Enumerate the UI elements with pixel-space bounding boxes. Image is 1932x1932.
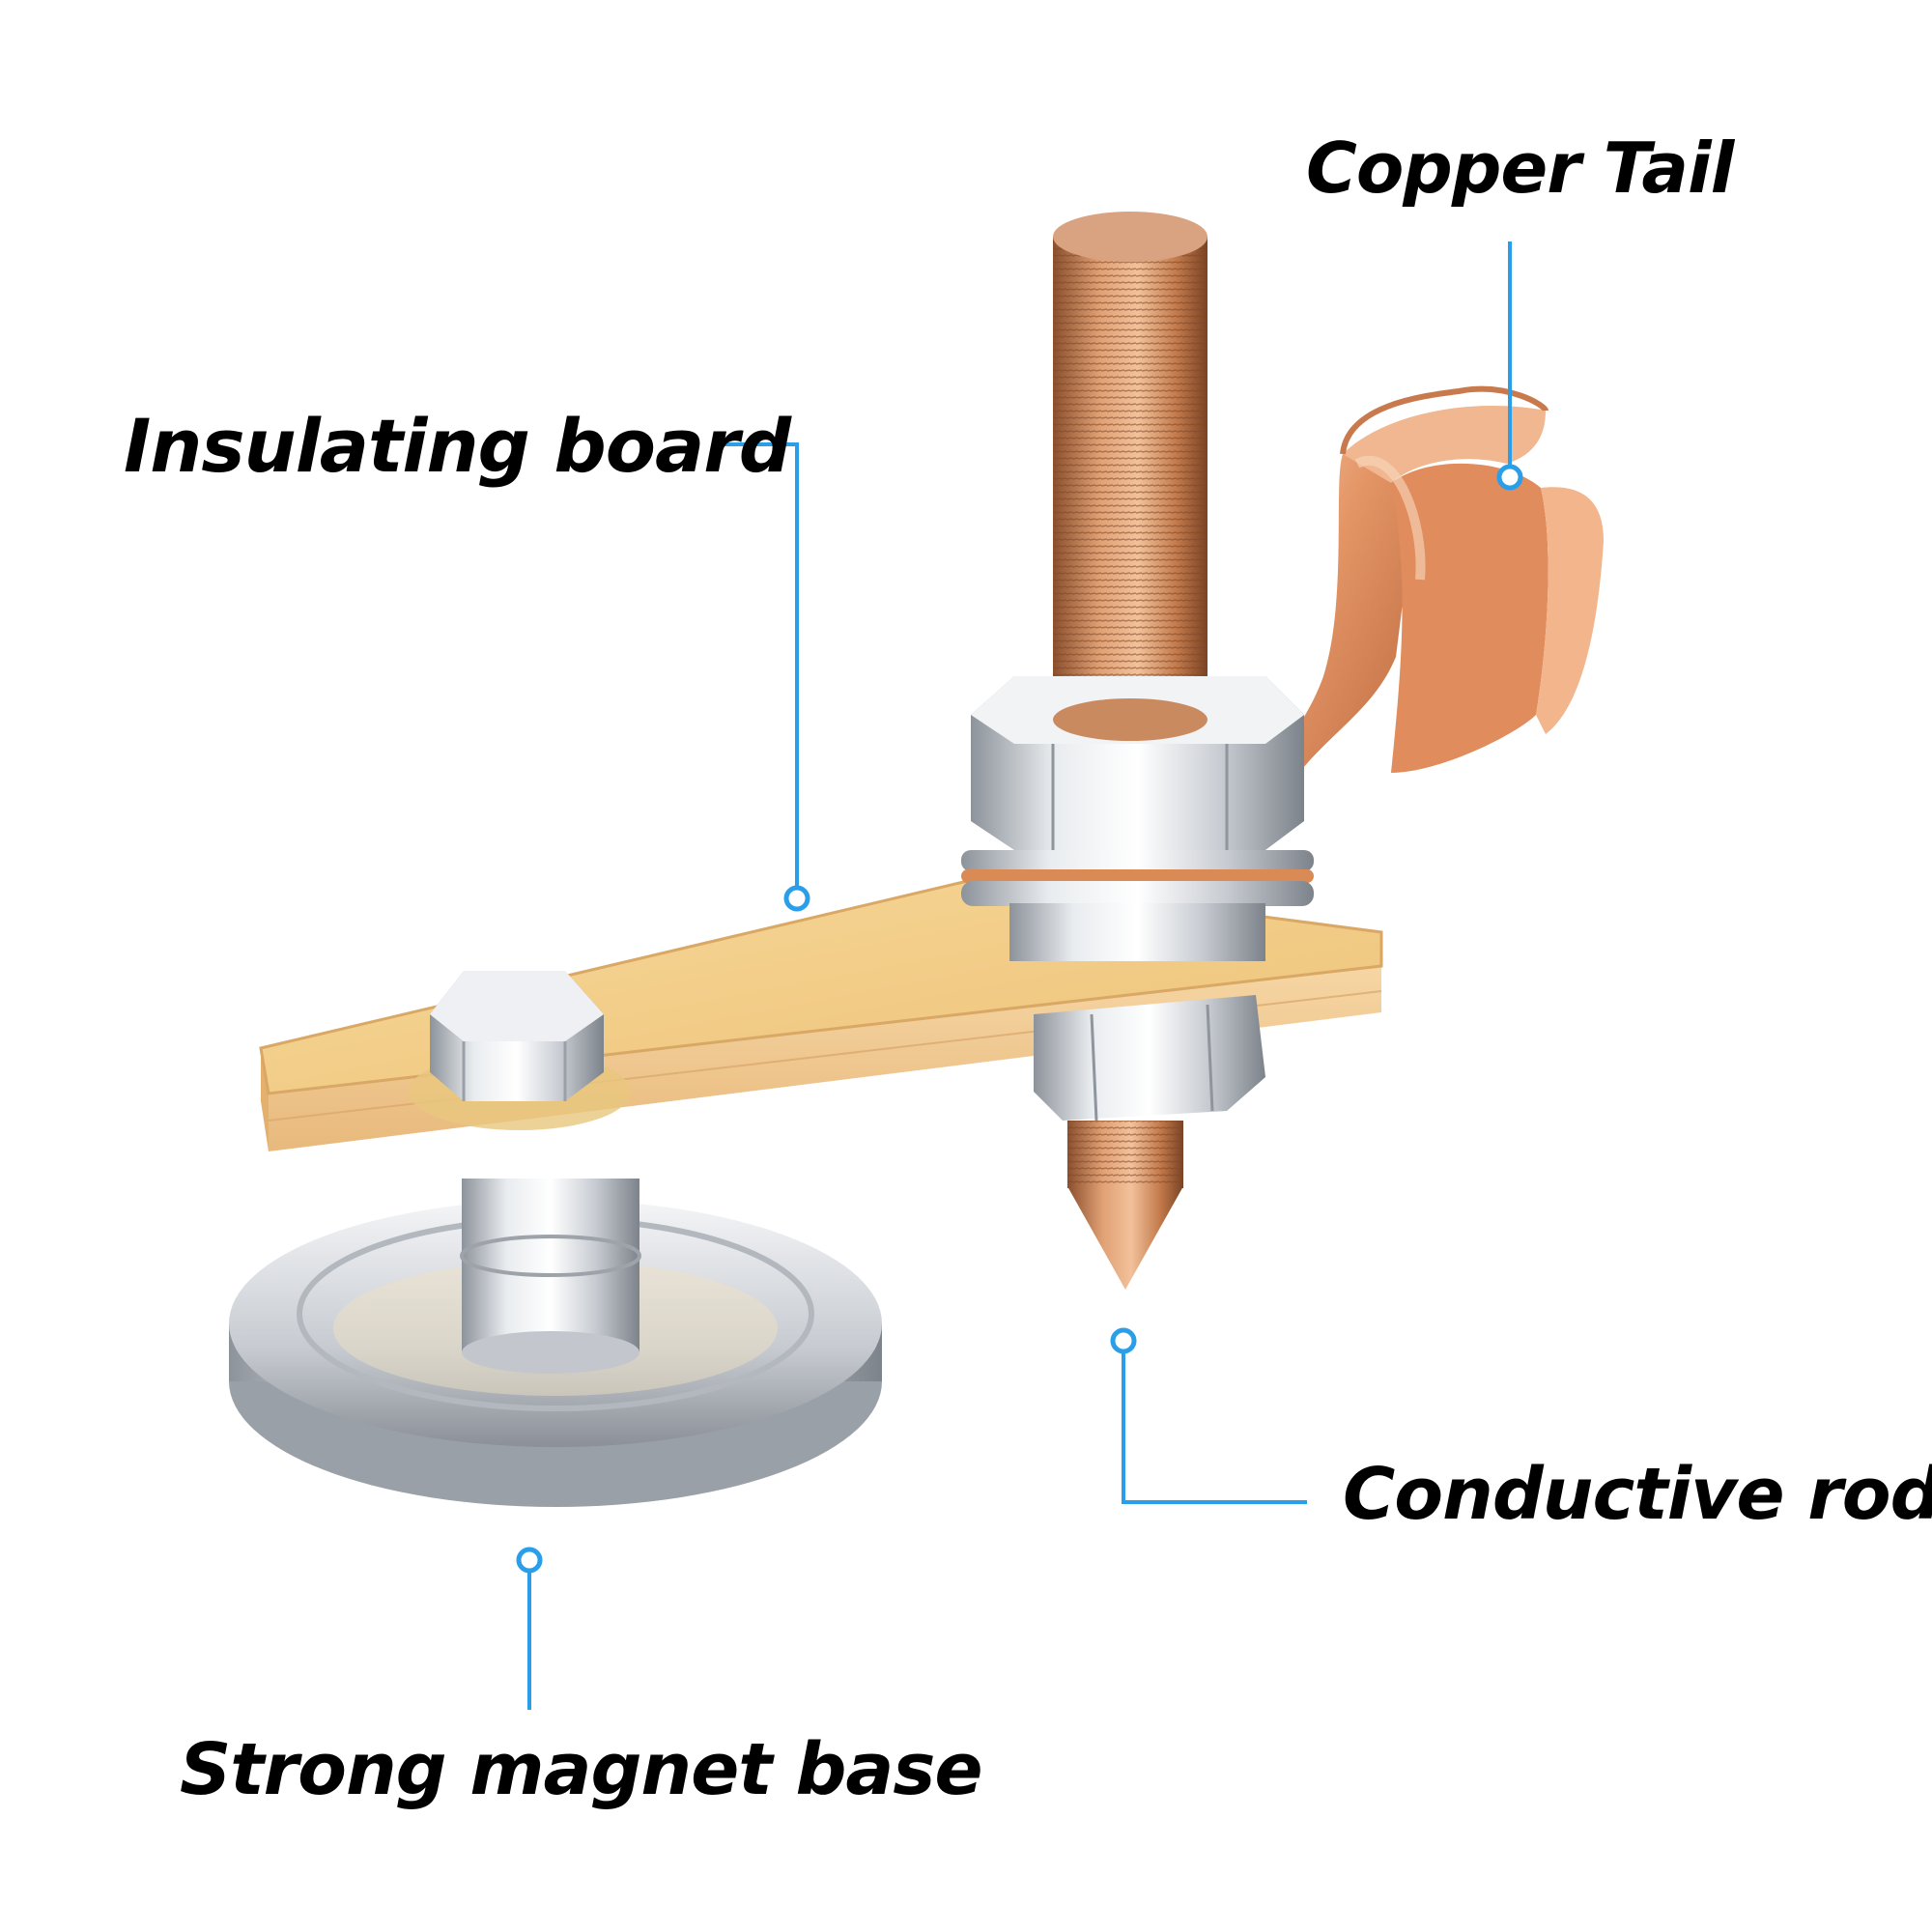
- callout-dot-insulating-board: [783, 885, 810, 912]
- callout-line-insulating-board: [720, 442, 799, 898]
- magnet-bolt-head: [409, 971, 631, 1130]
- magnet-post-foot: [462, 1331, 639, 1374]
- lower-hex-nut: [1034, 995, 1265, 1122]
- board-nut-top: [1009, 903, 1265, 961]
- rod-tip: [1067, 1186, 1183, 1290]
- washer-copper: [961, 869, 1314, 883]
- callout-line-conductive-rod: [1122, 1341, 1307, 1504]
- washer-steel: [961, 850, 1314, 871]
- rod-top-end: [1053, 212, 1208, 262]
- callouts: [516, 242, 1523, 1710]
- callout-dot-conductive-rod: [1110, 1327, 1137, 1354]
- insulating-board-label: Insulating board: [124, 403, 791, 489]
- copper-tail: [1246, 385, 1604, 831]
- upper-hex-nut: [971, 676, 1304, 850]
- magnet-base-label: Strong magnet base: [180, 1728, 983, 1811]
- magnet-post-ring: [460, 1235, 641, 1277]
- copper-tail-label: Copper Tail: [1306, 128, 1734, 209]
- magnet-post: [462, 1179, 639, 1352]
- callout-dot-copper-tail: [1496, 464, 1523, 491]
- magnet-base: [229, 1179, 882, 1507]
- callout-dot-magnet-base: [516, 1547, 543, 1574]
- conductive-rod-assembly: [961, 212, 1604, 1290]
- washer-steel-lower: [961, 881, 1314, 906]
- board-left-face: [261, 1048, 269, 1151]
- conductive-rod-label: Conductive rod: [1343, 1453, 1932, 1536]
